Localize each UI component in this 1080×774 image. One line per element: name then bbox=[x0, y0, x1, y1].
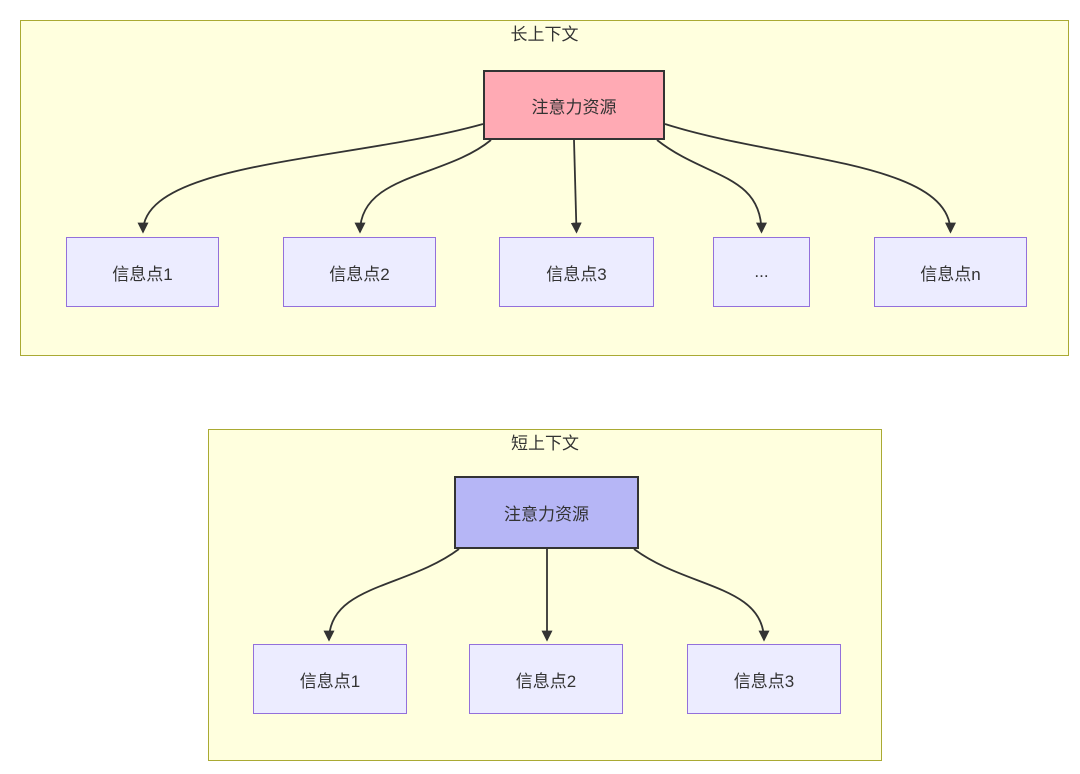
short-context-cluster: 短上下文 注意力资源 信息点1 信息点2 信息点3 bbox=[208, 429, 882, 761]
long-info-node-ellipsis: ... bbox=[713, 237, 810, 307]
edge-long-to-info2 bbox=[354, 139, 492, 234]
edge-long-to-ellipsis bbox=[656, 139, 767, 234]
short-attention-resource-node: 注意力资源 bbox=[454, 476, 639, 549]
long-attention-resource-node: 注意力资源 bbox=[483, 70, 665, 140]
edge-long-to-infon bbox=[664, 123, 956, 234]
long-info-node-1: 信息点1 bbox=[66, 237, 219, 307]
long-context-title: 长上下文 bbox=[510, 25, 579, 44]
long-info-node-2: 信息点2 bbox=[283, 237, 436, 307]
edge-short-to-info3 bbox=[633, 548, 770, 642]
long-context-cluster: 长上下文 注意力资源 信息点1 信息点2 信息点3 ... 信息点n bbox=[20, 20, 1069, 356]
short-info-node-1: 信息点1 bbox=[253, 644, 407, 714]
edge-long-to-info1 bbox=[137, 123, 484, 234]
edge-short-to-info1 bbox=[323, 548, 460, 642]
edge-long-to-info3 bbox=[570, 139, 582, 234]
short-context-title: 短上下文 bbox=[511, 434, 579, 453]
long-info-node-n: 信息点n bbox=[874, 237, 1027, 307]
short-info-node-2: 信息点2 bbox=[469, 644, 623, 714]
long-info-node-3: 信息点3 bbox=[499, 237, 654, 307]
short-info-node-3: 信息点3 bbox=[687, 644, 841, 714]
